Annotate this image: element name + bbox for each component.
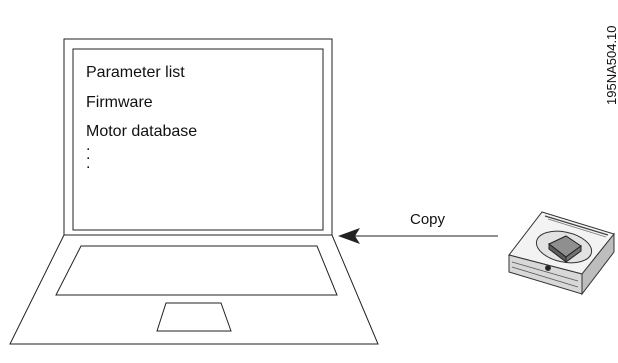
device-front-stripe [511,261,579,282]
device-front-stripe-2 [511,266,579,288]
screen-line-motor-database: Motor database [86,123,198,140]
device-card-edge-side [565,245,582,263]
copy-arrow [338,228,498,244]
keyboard-area [55,245,338,296]
touchpad [156,302,232,332]
copy-arrow-label: Copy [410,211,446,228]
laptop-base-outline [9,234,379,345]
device-rim-line [544,215,609,236]
screen-line-firmware: Firmware [86,94,153,111]
screen-ellipsis: . . . [86,137,91,172]
device-status-led [545,265,551,271]
copy-arrow-head [338,228,360,244]
device-side-face [581,232,615,296]
laptop-base [9,234,379,345]
document-number: 195NA504.10 [604,25,618,105]
memory-module-device [508,211,615,296]
device-rim-line-inner [547,218,607,238]
screen-line-parameter-list: Parameter list [86,64,185,81]
laptop-screen [72,48,324,231]
